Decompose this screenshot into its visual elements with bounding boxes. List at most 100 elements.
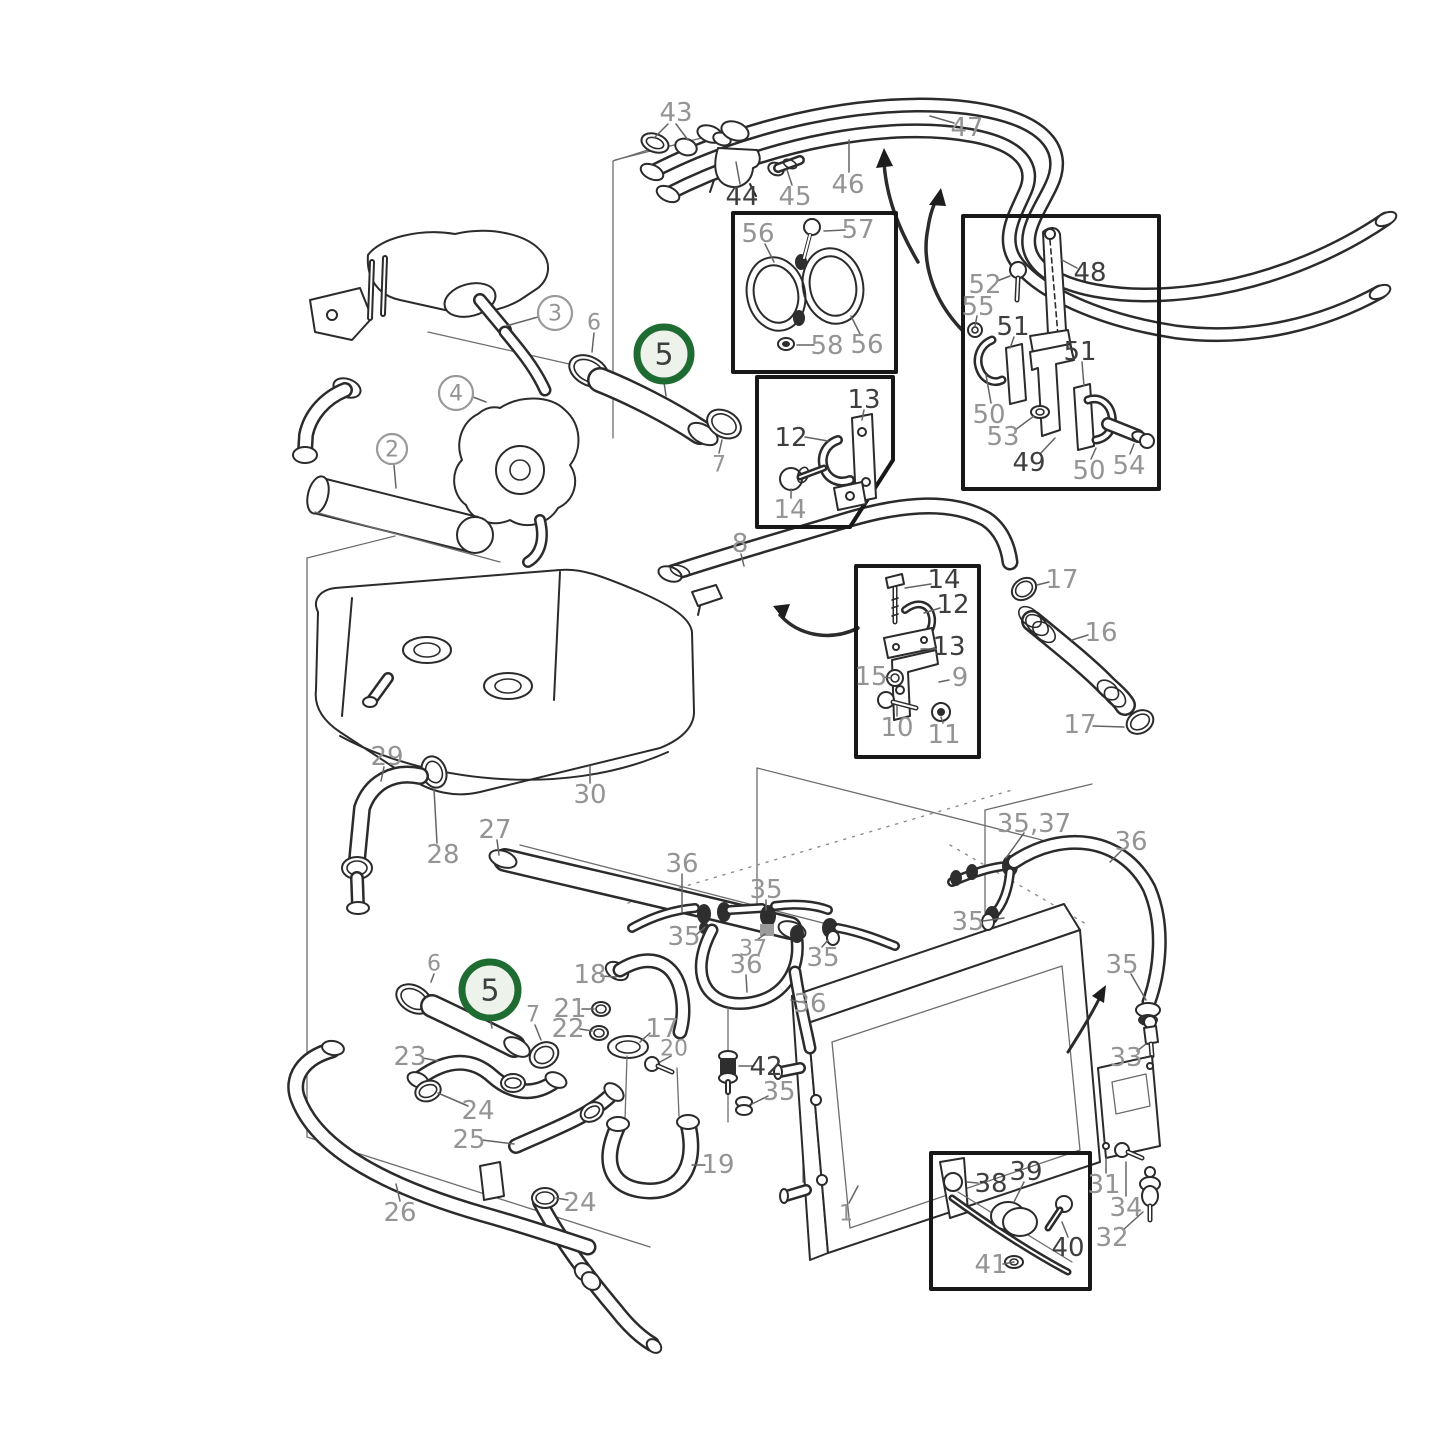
part-callout-24-63: 24 — [437, 1092, 495, 1126]
part-callout-18-57: 18 — [573, 960, 617, 990]
part-callout-13-25: 13 — [847, 385, 881, 421]
leader-line — [751, 1095, 769, 1105]
leader-line — [1039, 437, 1056, 455]
part-callout-13-31: 13 — [920, 632, 966, 662]
part-number: 5 — [480, 974, 499, 1009]
part-number: 49 — [1012, 448, 1045, 478]
part-number: 45 — [778, 182, 811, 212]
leader-line — [718, 439, 723, 454]
part-callout-3-19: 3 — [505, 294, 574, 332]
hose-27-inner — [495, 850, 800, 938]
sensor-32 — [1144, 1166, 1156, 1178]
leader-line — [437, 1092, 469, 1107]
part-callout-54-18: 54 — [1112, 443, 1146, 481]
clamp-bolt-57 — [803, 218, 821, 236]
nipple-45-inner — [775, 157, 803, 171]
part-number: 36 — [729, 950, 762, 980]
part-callout-17-60: 17 — [639, 1014, 679, 1044]
highlight-ring[interactable] — [633, 323, 695, 385]
part-callout-5-21[interactable]: 5 — [633, 323, 695, 397]
part-number: 28 — [426, 840, 459, 870]
part-callout-19-67: 19 — [691, 1150, 735, 1180]
leader-line — [1036, 581, 1050, 586]
part-callout-6-54: 6 — [427, 952, 441, 983]
part-number: 5 — [654, 338, 673, 373]
leader-line — [764, 243, 775, 263]
leader-line — [982, 917, 1005, 922]
part-number: 35 — [749, 875, 782, 905]
part-callout-51-13: 51 — [1063, 337, 1097, 387]
part-number: 42 — [749, 1052, 782, 1082]
part-callout-5-55[interactable]: 5 — [458, 958, 522, 1029]
leader-line — [848, 1185, 859, 1204]
tube-inner — [524, 516, 546, 566]
clamp-24 — [500, 1073, 526, 1093]
leader-line — [1122, 1211, 1144, 1231]
hose-26-inner — [289, 1044, 594, 1253]
part-callout-24-65: 24 — [555, 1188, 597, 1218]
plate-51 — [1005, 343, 1027, 405]
part-number: 38 — [974, 1169, 1007, 1199]
part-number: 40 — [1051, 1233, 1084, 1263]
part-callout-6-20: 6 — [587, 311, 601, 353]
drain-valve-42 — [720, 1058, 736, 1074]
highlight-ring[interactable] — [458, 958, 522, 1022]
part-number: 32 — [1095, 1223, 1128, 1253]
hose-clip — [691, 584, 723, 607]
part-callout-17-36: 17 — [1036, 565, 1079, 595]
leader-line — [740, 553, 745, 567]
part-callout-55-10: 55 — [961, 292, 995, 327]
tube-inner — [1127, 1151, 1143, 1159]
plate-51 — [1073, 383, 1095, 451]
part-callout-46-3: 46 — [831, 139, 865, 200]
part-callout-33-71: 33 — [1109, 1043, 1147, 1073]
part-callout-16-37: 16 — [1071, 618, 1118, 648]
part-number: 13 — [932, 632, 965, 662]
seal-ring-43 — [674, 137, 698, 157]
part-callout-12-30: 12 — [923, 590, 970, 620]
callout-ring — [375, 432, 409, 466]
leader-line — [393, 464, 397, 489]
part-callout-7-56: 7 — [526, 1003, 542, 1041]
vent-hose-inner — [629, 905, 698, 931]
part-callout-42-68: 42 — [738, 1052, 783, 1082]
part-number: 7 — [526, 1003, 540, 1028]
part-number: 35 — [1105, 950, 1138, 980]
part-number: 29 — [370, 742, 403, 772]
part-number: 19 — [701, 1150, 734, 1180]
leader-line — [380, 766, 385, 782]
part-callout-4-22: 4 — [437, 374, 487, 412]
vent-hose-tees-center — [627, 899, 900, 1123]
part-callout-21-58: 21 — [553, 994, 595, 1024]
leader-line — [496, 839, 500, 856]
leader-line — [675, 123, 689, 141]
bolt-14 — [885, 573, 905, 589]
leader-line — [481, 1139, 515, 1145]
leader-line — [1090, 447, 1097, 460]
part-number: 43 — [659, 98, 692, 128]
hose-25-inner — [510, 1088, 618, 1152]
part-callout-35-37-50: 35,37 — [997, 809, 1071, 859]
part-callout-50-14: 50 — [972, 374, 1006, 430]
nut-53 — [1030, 405, 1050, 419]
part-number: 10 — [880, 713, 913, 743]
leader-line — [534, 1024, 542, 1041]
part-callout-30-42: 30 — [573, 765, 607, 810]
leader-line — [1130, 973, 1147, 1001]
mount-flange — [309, 287, 373, 341]
part-callout-44-1: 44 — [725, 161, 759, 212]
part-callout-28-40: 28 — [426, 788, 460, 870]
hose-5-lower-assembly — [395, 953, 691, 1121]
part-callout-41-78: 41 — [974, 1250, 1015, 1280]
part-callout-56-8: 56 — [850, 315, 884, 360]
leader-line — [579, 1028, 593, 1032]
part-callout-35-48: 35 — [806, 939, 840, 973]
part-callout-17-38: 17 — [1063, 710, 1125, 740]
leader-line — [804, 436, 829, 442]
part-number: 17 — [1045, 565, 1078, 595]
part-callout-37-46: 37 — [739, 933, 767, 962]
part-number: 6 — [587, 311, 601, 336]
part-number: 57 — [841, 215, 874, 245]
tube-inner — [892, 701, 917, 709]
part-number: 46 — [831, 170, 864, 200]
